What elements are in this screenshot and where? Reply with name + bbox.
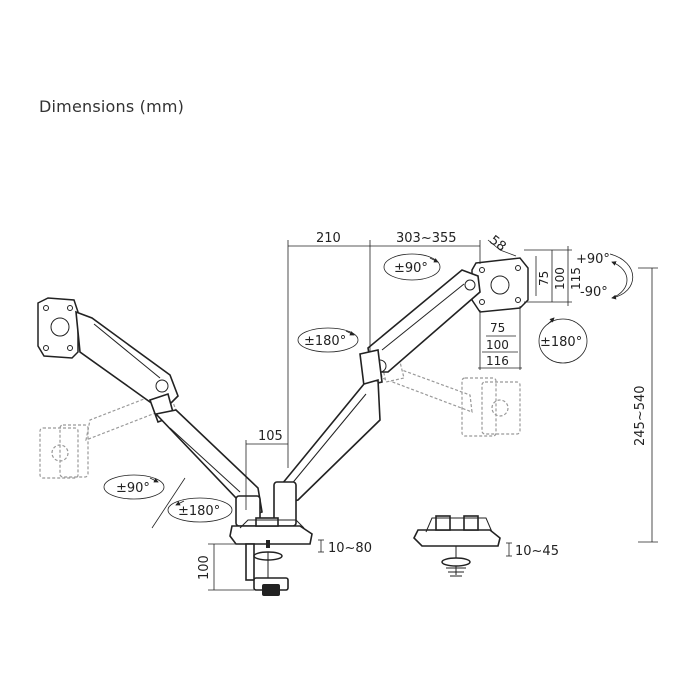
dim-105: 105 — [258, 429, 283, 444]
diagram-title: Dimensions (mm) — [39, 97, 185, 116]
dim-vesa-75-vertical: 75 — [537, 271, 551, 286]
grommet-base — [413, 515, 501, 577]
rotation-90-top-indicator — [383, 253, 441, 281]
dim-245-540: 245~540 — [633, 385, 648, 446]
rotation-90-left-indicator — [103, 474, 165, 500]
rotation-180-mid-indicator — [297, 327, 359, 353]
dim-vesa-116-horizontal: 116 — [486, 354, 509, 368]
rotate-180-mid-label: ±180° — [304, 334, 346, 349]
rotate-90-left-label: ±90° — [116, 481, 150, 496]
dim-clamp-100: 100 — [197, 555, 212, 580]
dimension-lines — [151, 239, 658, 591]
left-lower-arm — [154, 409, 263, 527]
dim-vesa-115-vertical: 115 — [569, 267, 583, 290]
dim-vesa-100-horizontal: 100 — [486, 338, 509, 352]
right-vesa-plate — [471, 257, 529, 313]
desk-clamp-main — [229, 517, 313, 596]
rotation-180-right-indicator — [538, 317, 588, 364]
dim-vesa-75-horizontal: 75 — [490, 321, 505, 335]
dim-58: 58 — [486, 233, 508, 255]
left-upper-arm — [75, 310, 179, 424]
dim-vesa-100-vertical: 100 — [553, 267, 567, 290]
right-upper-arm — [359, 269, 481, 387]
rotate-90-top-label: ±90° — [394, 261, 428, 276]
dim-10-45: 10~45 — [515, 544, 559, 559]
rotate-180-left-label: ±180° — [178, 504, 220, 519]
dim-210: 210 — [316, 231, 341, 246]
rotation-tilt-indicator — [609, 253, 634, 300]
left-vesa-plate — [37, 297, 79, 359]
tilt-up-label: +90° — [576, 252, 610, 267]
rotation-180-left-indicator — [167, 497, 233, 523]
right-lower-arm — [273, 378, 381, 527]
tilt-down-label: -90° — [580, 285, 608, 300]
dim-10-80: 10~80 — [328, 541, 372, 556]
rotate-180-right-label: ±180° — [540, 335, 582, 350]
ghost-right-arm — [379, 361, 521, 437]
dim-303-355: 303~355 — [396, 231, 457, 246]
